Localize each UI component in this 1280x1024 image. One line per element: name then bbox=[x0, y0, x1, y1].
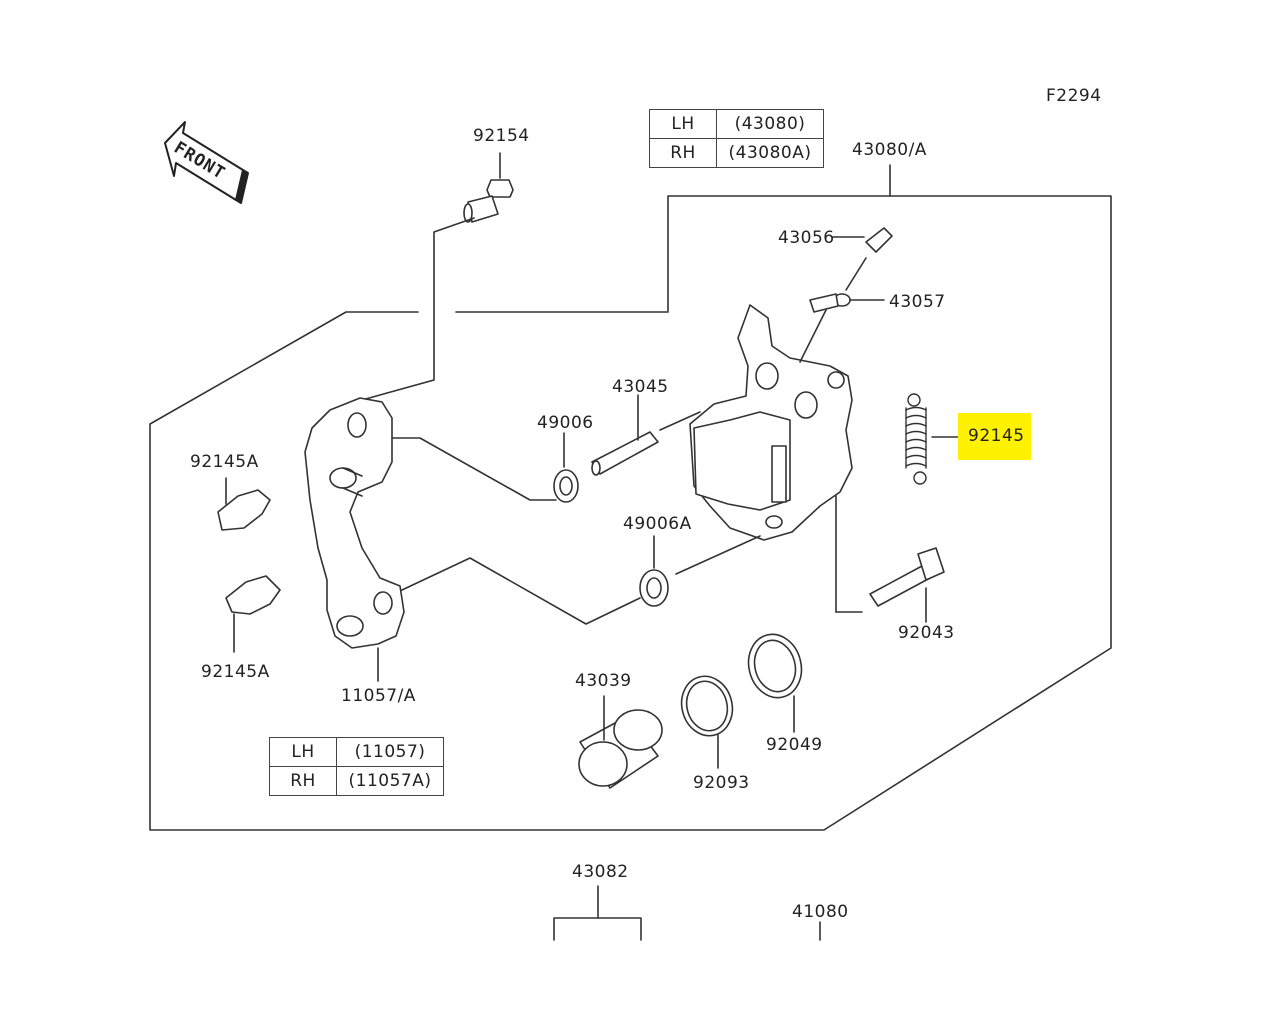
boot-49006a-drawing bbox=[639, 535, 669, 607]
part-label-43045[interactable]: 43045 bbox=[612, 377, 669, 397]
pin-92043-drawing bbox=[869, 547, 945, 623]
assembly-boundary bbox=[149, 195, 1112, 831]
part-label-49006[interactable]: 49006 bbox=[537, 413, 594, 433]
bracket-side-table: LH (11057) RH (11057A) bbox=[269, 737, 444, 796]
seal-92049-drawing bbox=[747, 633, 803, 733]
part-label-92049[interactable]: 92049 bbox=[766, 735, 823, 755]
table-cell-code: (43080) bbox=[716, 109, 824, 139]
table-row: RH (11057A) bbox=[269, 766, 444, 796]
table-cell-side: RH bbox=[649, 138, 717, 168]
table-cell-side: LH bbox=[649, 109, 717, 139]
table-cell-code: (11057) bbox=[336, 737, 444, 767]
pin-43045-drawing bbox=[591, 394, 701, 476]
part-label-92093[interactable]: 92093 bbox=[693, 773, 750, 793]
table-row: RH (43080A) bbox=[649, 138, 824, 168]
bleeder-43056-drawing bbox=[831, 227, 893, 291]
part-label-92145[interactable]: 92145 bbox=[968, 426, 1025, 446]
part-highlight bbox=[958, 413, 1031, 460]
caliper-bracket-drawing bbox=[304, 397, 641, 682]
caliper-body-drawing bbox=[675, 304, 863, 613]
pad-spring-92145a-bottom bbox=[225, 575, 281, 653]
part-label-92145a-top[interactable]: 92145A bbox=[190, 452, 259, 472]
part-label-43039[interactable]: 43039 bbox=[575, 671, 632, 691]
front-arrow-icon bbox=[164, 121, 249, 204]
piston-43039-drawing bbox=[578, 695, 663, 789]
table-row: LH (43080) bbox=[649, 109, 824, 139]
part-label-43056[interactable]: 43056 bbox=[778, 228, 835, 248]
boot-49006-drawing bbox=[553, 432, 579, 503]
table-cell-side: RH bbox=[269, 766, 337, 796]
part-label-41080[interactable]: 41080 bbox=[792, 902, 849, 922]
spring-92145-drawing bbox=[905, 393, 963, 485]
part-label-43082[interactable]: 43082 bbox=[572, 862, 629, 882]
part-label-43057[interactable]: 43057 bbox=[889, 292, 946, 312]
part-label-11057a[interactable]: 11057/A bbox=[341, 686, 416, 706]
caliper-side-table: LH (43080) RH (43080A) bbox=[649, 109, 824, 168]
table-cell-code: (11057A) bbox=[336, 766, 444, 796]
part-label-43080a[interactable]: 43080/A bbox=[852, 140, 927, 160]
part-label-49006a[interactable]: 49006A bbox=[623, 514, 692, 534]
table-row: LH (11057) bbox=[269, 737, 444, 767]
leader-43082 bbox=[553, 885, 642, 941]
part-label-92145a-bottom[interactable]: 92145A bbox=[201, 662, 270, 682]
part-label-92154[interactable]: 92154 bbox=[473, 126, 530, 146]
seal-92093-drawing bbox=[680, 675, 734, 769]
table-cell-code: (43080A) bbox=[716, 138, 824, 168]
figure-code: F2294 bbox=[1046, 86, 1102, 106]
table-cell-side: LH bbox=[269, 737, 337, 767]
part-label-92043[interactable]: 92043 bbox=[898, 623, 955, 643]
pad-spring-92145a-top bbox=[217, 477, 271, 531]
cap-43057-drawing bbox=[799, 293, 885, 363]
bolt-92154-drawing bbox=[361, 152, 514, 401]
